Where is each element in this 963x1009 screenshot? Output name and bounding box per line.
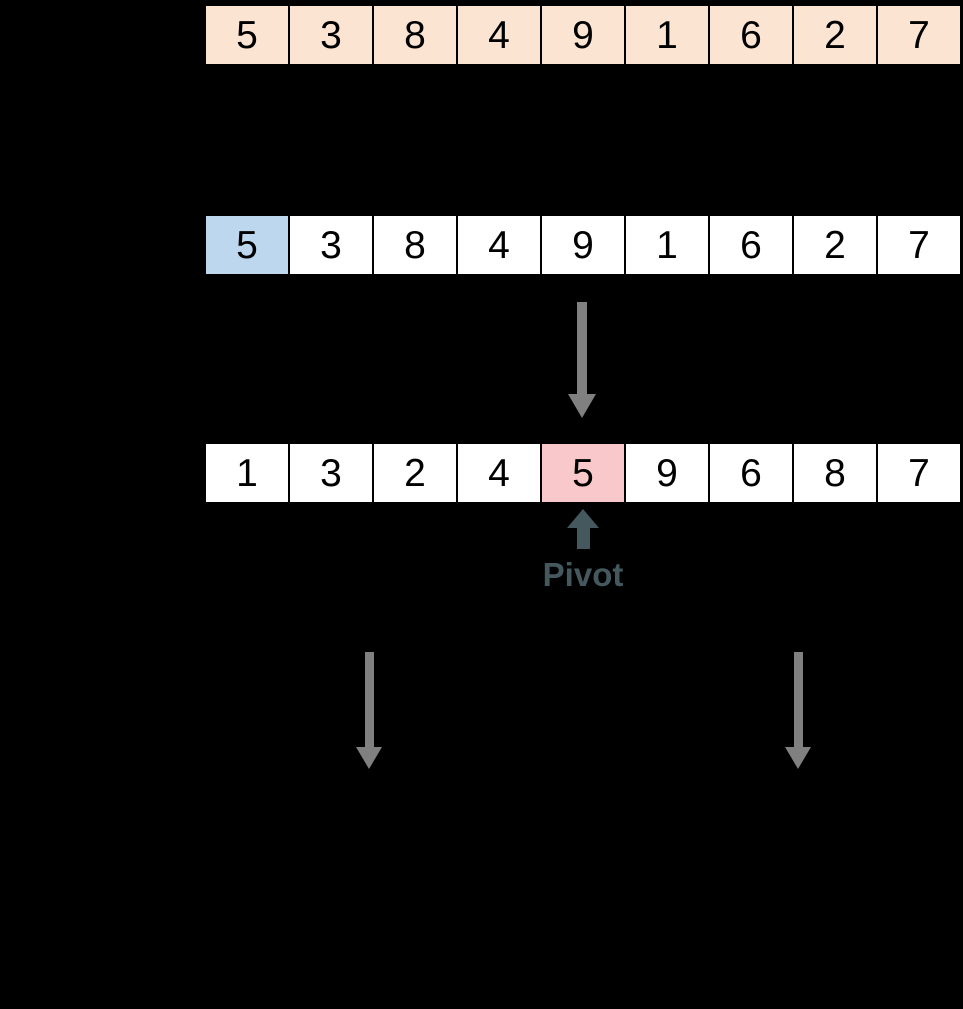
array-cell: 3: [288, 214, 374, 276]
right-branch-down-arrow-icon: [785, 652, 811, 769]
down-arrow-shaft: [364, 652, 374, 747]
array-cell: 1: [204, 442, 290, 504]
array-cell: 7: [876, 442, 962, 504]
array-cell: 4: [456, 4, 542, 66]
pivot-up-arrow-icon: [567, 509, 599, 549]
array-cell: 4: [456, 214, 542, 276]
array-cell: 6: [708, 442, 794, 504]
pivot-up-arrow-shaft: [576, 528, 590, 549]
left-branch-down-arrow-icon: [356, 652, 382, 769]
array-cell: 7: [876, 4, 962, 66]
down-arrow-shaft: [793, 652, 803, 747]
array-cell: 4: [456, 442, 542, 504]
array-cell: 9: [624, 442, 710, 504]
array-cell: 1: [624, 4, 710, 66]
array-cell: 5: [204, 214, 290, 276]
array-cell: 5: [540, 442, 626, 504]
array-cell: 2: [792, 4, 878, 66]
down-arrow-head: [568, 394, 596, 418]
down-arrow-head: [356, 747, 382, 769]
array-cell: 8: [372, 214, 458, 276]
array-cell: 9: [540, 4, 626, 66]
down-arrow-shaft: [577, 302, 587, 394]
down-arrow-head: [785, 747, 811, 769]
array-cell: 3: [288, 4, 374, 66]
array-cell: 2: [792, 214, 878, 276]
pivot-up-arrow-head: [567, 509, 599, 528]
array-cell: 7: [876, 214, 962, 276]
array-cell: 9: [540, 214, 626, 276]
array-cell: 6: [708, 4, 794, 66]
down-arrow-icon: [568, 302, 596, 418]
array-cell: 3: [288, 442, 374, 504]
pivot-label: Pivot: [542, 556, 624, 593]
array-cell: 2: [372, 442, 458, 504]
array-cell: 1: [624, 214, 710, 276]
array-cell: 8: [792, 442, 878, 504]
array-cell: 5: [204, 4, 290, 66]
array-cell: 8: [372, 4, 458, 66]
array-cell: 6: [708, 214, 794, 276]
